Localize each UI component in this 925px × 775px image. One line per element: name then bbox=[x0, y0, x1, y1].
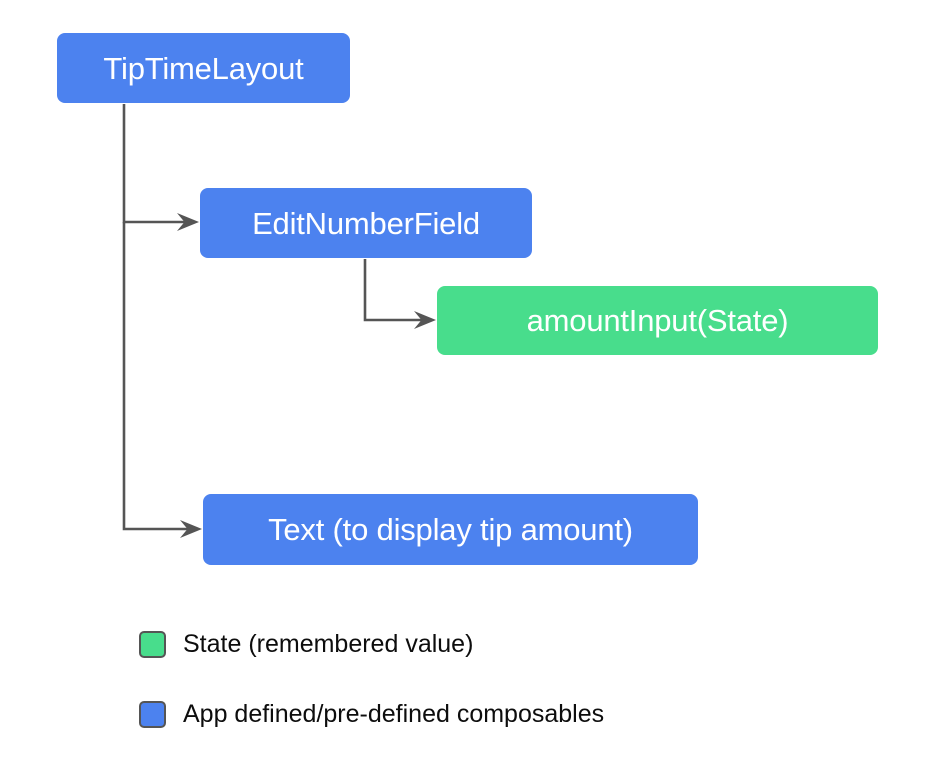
node-text-tip-label: Text (to display tip amount) bbox=[268, 512, 633, 547]
node-amountinput-label: amountInput(State) bbox=[526, 303, 789, 338]
edge-editnumberfield-to-amountinput bbox=[363, 259, 429, 322]
legend-label-composable: App defined/pre-defined composables bbox=[183, 700, 605, 728]
legend-swatch-composable-icon bbox=[139, 701, 166, 728]
node-editnumberfield[interactable]: EditNumberField bbox=[200, 188, 532, 258]
node-editnumberfield-label: EditNumberField bbox=[252, 205, 480, 241]
arrowhead-amountinput bbox=[414, 311, 436, 329]
arrowhead-editnumberfield bbox=[177, 213, 199, 231]
node-tiptimelayout-label: TipTimeLayout bbox=[103, 50, 304, 86]
legend-label-state: State (remembered value) bbox=[183, 630, 474, 658]
legend-item-composable: App defined/pre-defined composables bbox=[139, 701, 604, 728]
arrowhead-text-tip bbox=[180, 520, 202, 538]
edge-tiptimelayout-to-text bbox=[122, 222, 195, 531]
legend-swatch-state-icon bbox=[139, 631, 166, 658]
legend-item-state: State (remembered value) bbox=[139, 631, 473, 658]
node-amountinput-state[interactable]: amountInput(State) bbox=[437, 286, 878, 355]
node-text-tip-amount[interactable]: Text (to display tip amount) bbox=[203, 494, 698, 565]
node-tiptimelayout[interactable]: TipTimeLayout bbox=[57, 33, 350, 103]
edge-tiptimelayout-to-editnumberfield bbox=[122, 104, 192, 224]
